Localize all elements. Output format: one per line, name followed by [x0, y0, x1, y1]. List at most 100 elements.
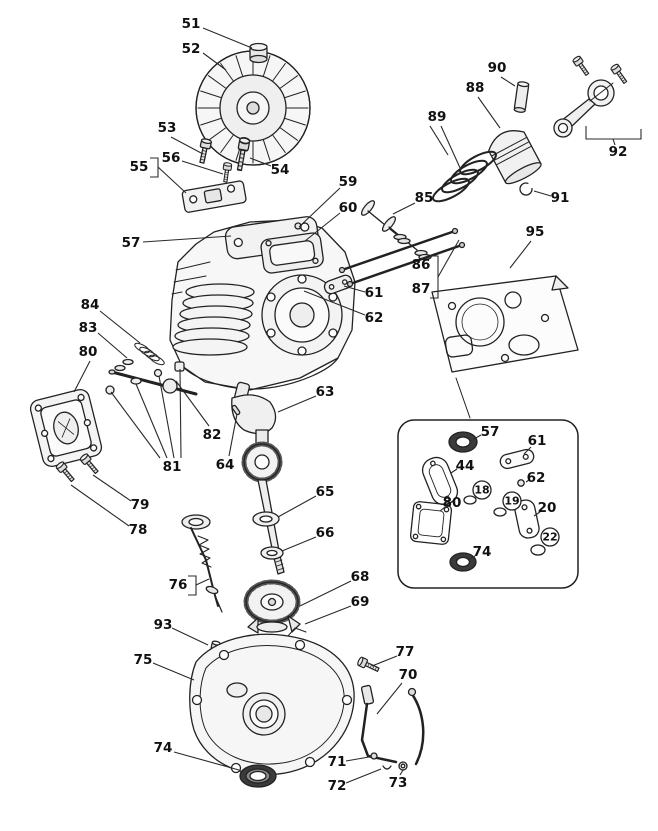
part-label-61: 61: [365, 285, 384, 301]
part-label-76: 76: [169, 577, 188, 593]
kit-connector-line: [455, 377, 471, 419]
part-leader-63: [277, 395, 317, 413]
part-label-92: 92: [609, 144, 628, 160]
kit-gasket-80: [409, 501, 453, 545]
part-crankshaft-63: [231, 381, 285, 575]
flywheel-fin: [272, 63, 286, 81]
part-label-88: 88: [466, 80, 485, 96]
flywheel-fin: [280, 75, 298, 89]
part-bolt-77: [356, 655, 381, 675]
part-label-95: 95: [526, 224, 545, 240]
kit-part-19: [493, 507, 507, 517]
part-leader-76: [188, 575, 197, 596]
part-label-81: 81: [163, 459, 182, 475]
inset-leader-74: [469, 555, 476, 560]
flywheel-fin: [280, 127, 298, 141]
flywheel-fin: [263, 55, 271, 77]
inset-label-57: 57: [481, 424, 500, 440]
kit-part-18: [463, 495, 477, 505]
part-leader-56: [181, 160, 224, 175]
part-leader-84: [99, 310, 141, 344]
inset-label-62: 62: [527, 470, 546, 486]
inset-leader-62: [525, 479, 530, 483]
part-label-72: 72: [328, 778, 347, 794]
part-label-71: 71: [328, 754, 347, 770]
part-pin-71: [370, 752, 378, 760]
inset-label-19: 19: [504, 495, 519, 508]
part-breather-plate-61: [323, 274, 353, 295]
part-label-78: 78: [129, 522, 148, 538]
part-circlip-91: [519, 182, 533, 196]
part-oil-seal-74: [239, 764, 277, 788]
part-label-87: 87: [412, 281, 431, 297]
part-leader-85: [392, 202, 416, 215]
part-label-84: 84: [81, 297, 100, 313]
part-governor-internals: [105, 342, 198, 396]
part-leader-90: [500, 76, 516, 87]
part-cap-51: [249, 42, 268, 64]
part-leader-57: [142, 235, 232, 243]
part-leader-81: [135, 383, 168, 459]
inset-label-61: 61: [528, 433, 547, 449]
part-label-66: 66: [316, 525, 335, 541]
inset-leader-20: [533, 511, 541, 517]
part-governor-arm-70: [360, 684, 425, 771]
kit-dot-62: [517, 479, 525, 487]
inset-badge-18: [472, 480, 492, 500]
flywheel-fin: [220, 135, 234, 153]
part-flywheel-52: [195, 50, 311, 166]
kit-plate-61: [499, 448, 535, 470]
part-label-52: 52: [182, 41, 201, 57]
part-leader-55: [157, 166, 187, 194]
part-label-83: 83: [79, 320, 98, 336]
part-label-59: 59: [339, 174, 358, 190]
part-cam-gear-68: [243, 579, 301, 634]
part-leader-82: [175, 380, 210, 427]
part-label-86: 86: [412, 257, 431, 273]
part-leader-92: [612, 138, 616, 146]
part-label-65: 65: [316, 484, 335, 500]
part-label-73: 73: [389, 775, 408, 791]
flywheel-fin: [235, 55, 243, 77]
kit-gasket-44: [421, 456, 459, 506]
part-leader-72: [345, 768, 382, 784]
part-label-82: 82: [203, 427, 222, 443]
part-leader-80: [73, 360, 91, 393]
part-leader-86: [437, 239, 460, 278]
inset-label-80: 80: [443, 495, 462, 511]
part-label-70: 70: [399, 667, 418, 683]
part-leader-70: [376, 682, 403, 715]
inset-label-74: 74: [473, 544, 492, 560]
part-bolt-78: [54, 460, 77, 484]
part-label-93: 93: [154, 617, 173, 633]
part-label-64: 64: [216, 457, 235, 473]
part-piston-88: [488, 130, 542, 185]
inset-leader-44: [450, 468, 458, 474]
part-leader-69: [304, 605, 352, 625]
inset-label-22: 22: [542, 531, 557, 544]
part-engine-block: [169, 216, 356, 391]
part-label-68: 68: [351, 569, 370, 585]
flywheel-fin: [208, 127, 226, 141]
part-leader-81: [110, 391, 161, 459]
part-clip-72: [382, 765, 392, 770]
part-label-91: 91: [551, 190, 570, 206]
part-leader-88: [477, 96, 501, 129]
part-washer-65: [252, 511, 280, 527]
part-leader-64: [228, 413, 238, 457]
flywheel-fin: [200, 118, 222, 126]
part-leader-81: [179, 368, 182, 459]
part-label-80: 80: [79, 344, 98, 360]
part-piston-pin-90: [513, 81, 530, 113]
part-bolt-53: [196, 137, 213, 165]
part-leader-54: [249, 157, 272, 167]
part-stud-59: [294, 222, 302, 230]
part-leader-74: [173, 751, 240, 771]
part-label-57: 57: [122, 235, 141, 251]
inset-label-20: 20: [538, 500, 557, 516]
part-leader-79: [92, 474, 132, 502]
part-bolt-79: [78, 452, 101, 476]
part-leader-53: [170, 136, 204, 155]
